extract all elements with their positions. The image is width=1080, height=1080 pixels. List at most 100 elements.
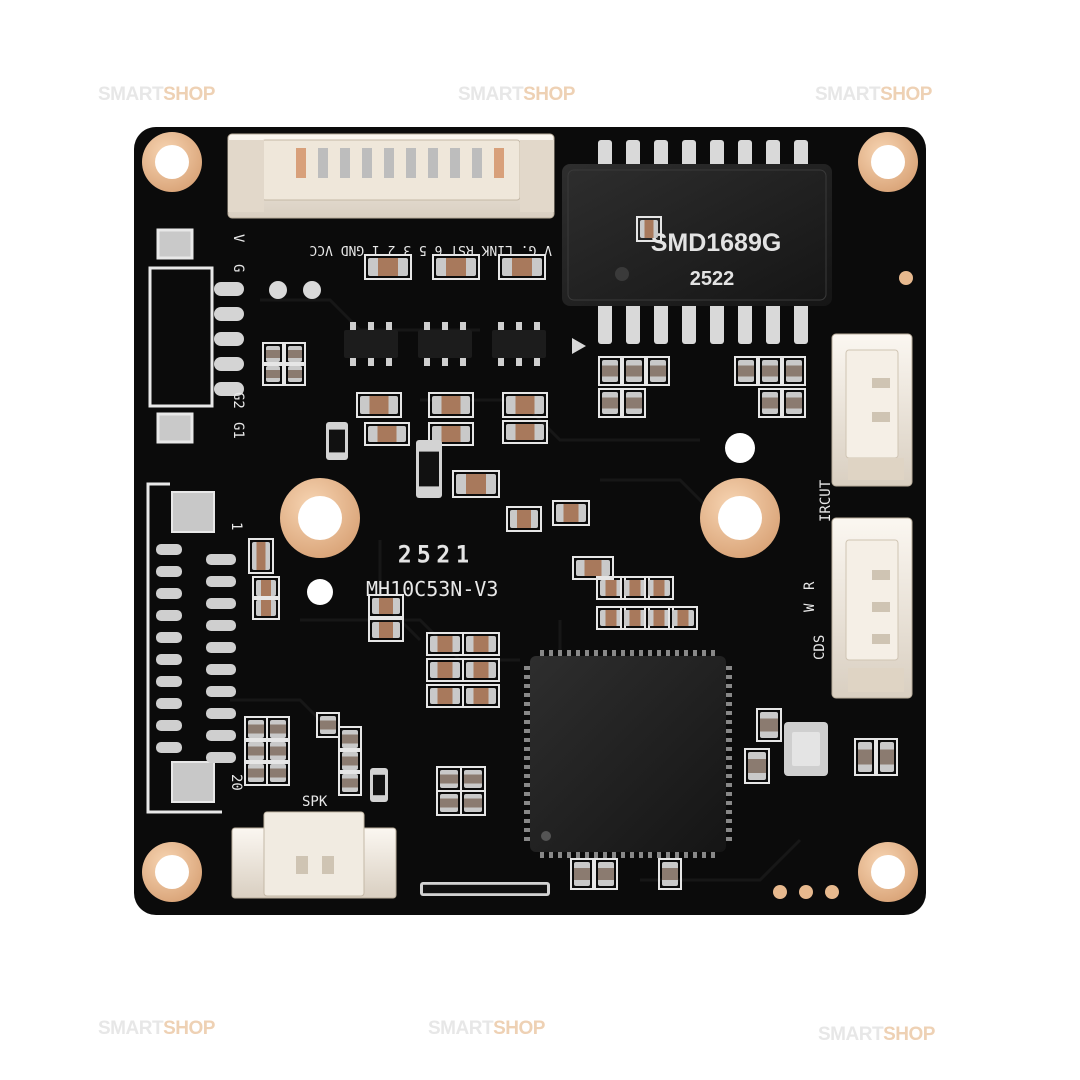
soc-pin xyxy=(612,852,616,858)
soc-pin xyxy=(576,852,580,858)
soc-pin xyxy=(726,819,732,823)
soc-pin xyxy=(524,675,530,679)
fpc-pad xyxy=(156,588,182,599)
fpc-pad xyxy=(206,642,236,653)
fpc-pad xyxy=(206,708,236,719)
chip-pin xyxy=(682,140,696,168)
fpc-pad xyxy=(156,566,182,577)
mounting-pad xyxy=(142,132,202,192)
soc-pin xyxy=(524,738,530,742)
silk-label-20: 20 xyxy=(228,774,244,791)
smd-pad xyxy=(303,281,321,299)
smd-capacitor xyxy=(758,388,782,418)
silk-label-spk: SPK xyxy=(302,794,328,810)
silk-label-g: G xyxy=(230,264,246,272)
fpc-pad xyxy=(156,742,182,753)
connector-pin xyxy=(428,148,438,178)
sot-transistor xyxy=(418,322,472,366)
soc-pin xyxy=(726,801,732,805)
silk-label-ircut: IRCUT xyxy=(818,479,834,522)
soc-pin xyxy=(524,684,530,688)
soc-pin xyxy=(666,650,670,656)
soc-pin xyxy=(603,852,607,858)
smd-capacitor xyxy=(570,858,594,890)
silk-label-cds: CDS xyxy=(812,635,828,660)
chip-pin xyxy=(598,140,612,168)
smd-capacitor xyxy=(758,356,782,386)
header-pad xyxy=(214,382,244,396)
sot-transistor xyxy=(492,322,546,366)
fpc-pad xyxy=(156,676,182,687)
chip-pin xyxy=(626,140,640,168)
mounting-pad xyxy=(142,842,202,902)
chip-pin xyxy=(654,140,668,168)
smd-capacitor xyxy=(370,768,388,802)
smd-capacitor xyxy=(252,576,280,600)
connector-pin xyxy=(340,148,350,178)
fpc-pad xyxy=(206,554,236,565)
smd-capacitor xyxy=(782,388,806,418)
fpc-pad xyxy=(206,664,236,675)
chip-pin xyxy=(738,140,752,168)
smd-capacitor xyxy=(262,342,284,366)
silk-label-v: V xyxy=(230,234,246,243)
silk-label-g1: G1 xyxy=(230,422,246,439)
soc-pin xyxy=(726,729,732,733)
soc-pin xyxy=(666,852,670,858)
soc-pin xyxy=(648,852,652,858)
chip-pin xyxy=(794,140,808,168)
ircut-connector xyxy=(831,333,913,487)
smd-capacitor xyxy=(462,684,500,708)
smd-capacitor xyxy=(364,254,412,280)
header-pad xyxy=(214,332,244,346)
via-hole xyxy=(307,579,333,605)
soc-pin xyxy=(621,650,625,656)
soc-pin xyxy=(524,702,530,706)
fpc-pad xyxy=(206,576,236,587)
soc-pin xyxy=(726,828,732,832)
fpc-pad xyxy=(206,598,236,609)
soc-pin xyxy=(549,650,553,656)
soc-pin xyxy=(576,650,580,656)
fpc-pad xyxy=(206,620,236,631)
soc-pin xyxy=(639,650,643,656)
smd-capacitor xyxy=(436,790,462,816)
smd-capacitor xyxy=(356,392,402,418)
chip-pin xyxy=(766,300,780,344)
test-pad xyxy=(799,885,813,899)
connector-pin xyxy=(384,148,394,178)
smd-capacitor xyxy=(636,216,662,242)
top-connector-pins xyxy=(296,148,504,178)
smd-capacitor xyxy=(498,254,546,280)
header-pad xyxy=(214,357,244,371)
soc-pin xyxy=(726,810,732,814)
soc-pin xyxy=(726,783,732,787)
chip-pin xyxy=(766,140,780,168)
soc-pin xyxy=(693,650,697,656)
fpc-pad xyxy=(156,720,182,731)
left-header xyxy=(148,228,214,444)
smd-capacitor xyxy=(622,356,646,386)
silk-label-r: R xyxy=(802,581,818,590)
transformer-chip: SMD1689G 2522 xyxy=(562,140,832,344)
smd-capacitor xyxy=(782,356,806,386)
soc-pin xyxy=(711,852,715,858)
soc-pin xyxy=(594,650,598,656)
smd-capacitor xyxy=(432,254,480,280)
soc-pin xyxy=(657,852,661,858)
smd-capacitor xyxy=(502,392,548,418)
soc-pin xyxy=(726,747,732,751)
chip-pin xyxy=(710,300,724,344)
connector-pin xyxy=(472,148,482,178)
smd-capacitor xyxy=(622,388,646,418)
soc-pin xyxy=(612,650,616,656)
soc-pin xyxy=(726,684,732,688)
soc-pin xyxy=(524,810,530,814)
soc-pin xyxy=(585,650,589,656)
soc-pin xyxy=(726,738,732,742)
soc-pin xyxy=(524,747,530,751)
smd-capacitor xyxy=(876,738,898,776)
chip-pin xyxy=(654,300,668,344)
smd-capacitor xyxy=(552,500,590,526)
soc-pin xyxy=(549,852,553,858)
